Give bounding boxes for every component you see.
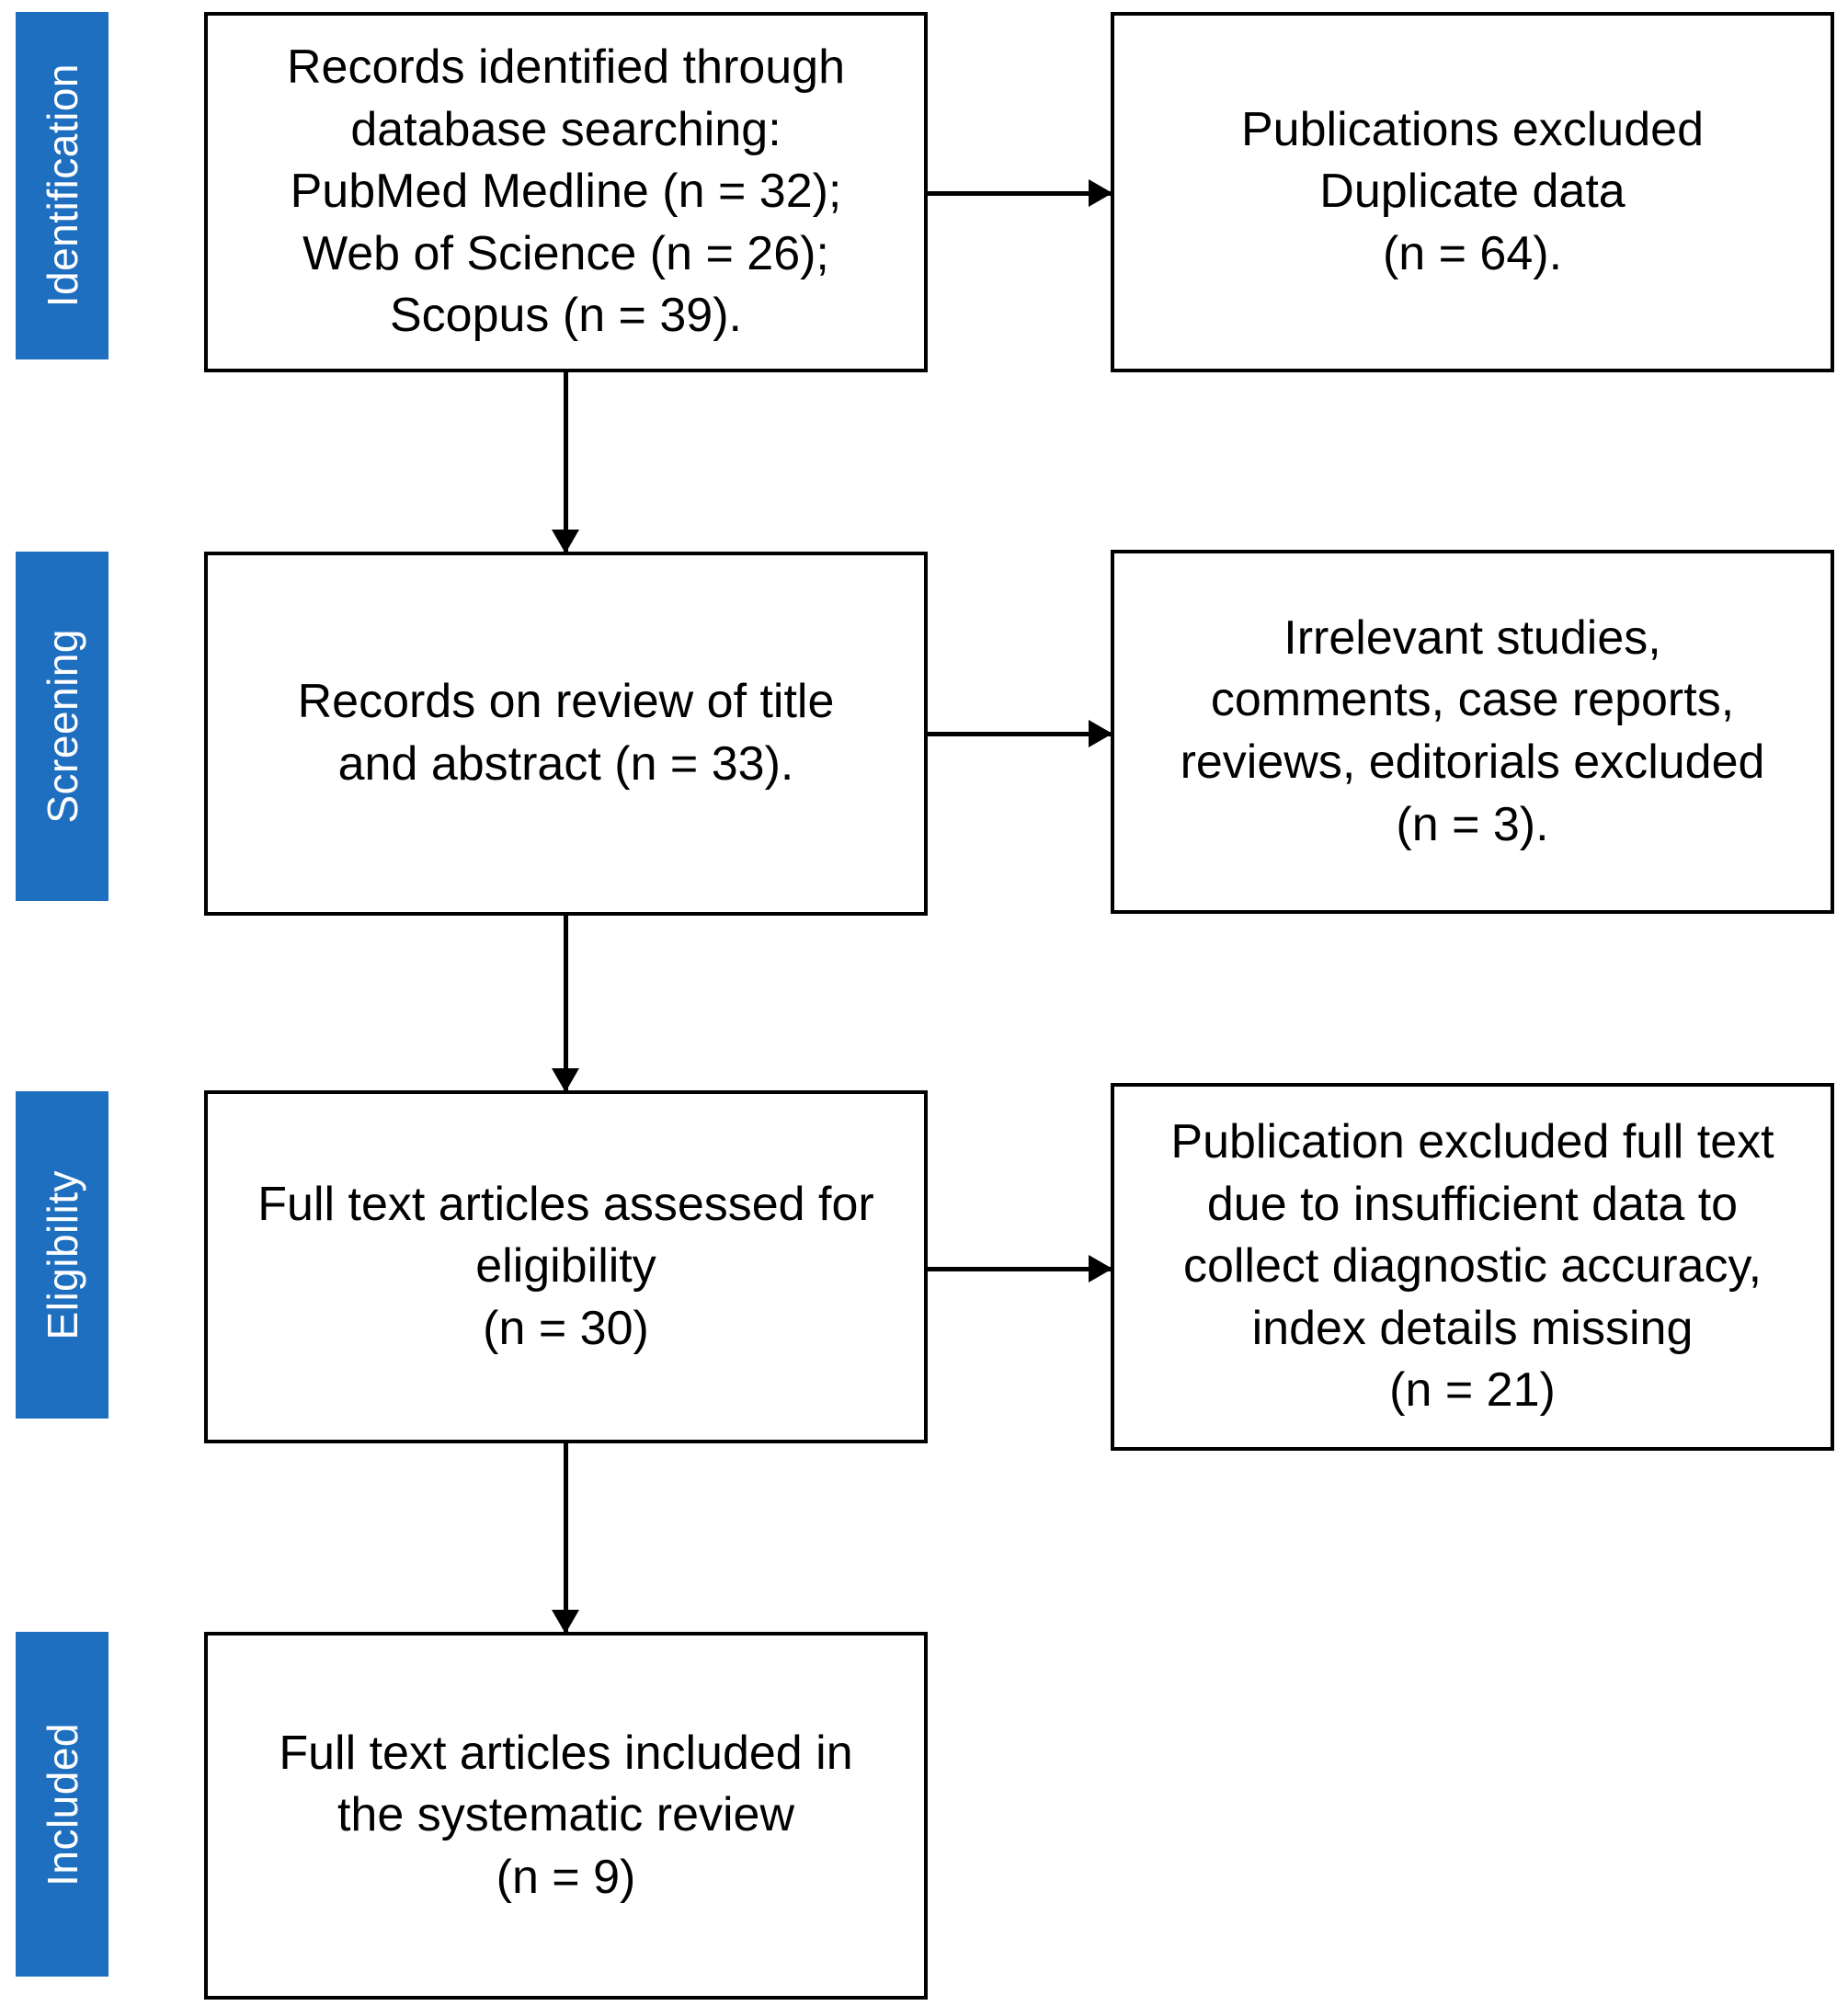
- box-full-text-assessed-text: Full text articles assessed for eligibil…: [257, 1177, 874, 1355]
- arrow-shaft: [928, 732, 1111, 736]
- arrow-head: [1089, 179, 1112, 207]
- arrow-shaft: [928, 1267, 1111, 1271]
- box-records-title-abstract: Records on review of title and abstract …: [204, 552, 928, 916]
- box-publications-excluded-duplicates-text: Publications excluded Duplicate data (n …: [1241, 102, 1704, 280]
- stage-label-identification: Identification: [38, 63, 86, 308]
- stage-bar-identification: Identification: [16, 12, 108, 359]
- box-records-identified: Records identified through database sear…: [204, 12, 928, 372]
- stage-bar-eligibility: Eligibility: [16, 1091, 108, 1419]
- box-included-systematic-review: Full text articles included in the syste…: [204, 1632, 928, 2000]
- stage-label-screening: Screening: [38, 629, 86, 824]
- box-irrelevant-excluded-text: Irrelevant studies, comments, case repor…: [1180, 610, 1765, 851]
- arrow-shaft: [564, 372, 568, 552]
- box-publications-excluded-duplicates: Publications excluded Duplicate data (n …: [1111, 12, 1834, 372]
- arrow-head: [1089, 1255, 1112, 1282]
- arrow-head: [552, 1068, 579, 1092]
- arrow-head: [1089, 720, 1112, 747]
- arrow-head: [552, 1610, 579, 1634]
- box-publication-excluded-full-text-text: Publication excluded full text due to in…: [1170, 1115, 1774, 1418]
- arrow-head: [552, 530, 579, 553]
- box-publication-excluded-full-text: Publication excluded full text due to in…: [1111, 1083, 1834, 1451]
- arrow-shaft: [564, 916, 568, 1090]
- stage-bar-included: Included: [16, 1632, 108, 1977]
- box-full-text-assessed: Full text articles assessed for eligibil…: [204, 1090, 928, 1443]
- box-included-systematic-review-text: Full text articles included in the syste…: [279, 1726, 853, 1904]
- box-records-identified-text: Records identified through database sear…: [286, 40, 846, 343]
- arrow-shaft: [928, 191, 1111, 196]
- stage-label-eligibility: Eligibility: [38, 1169, 86, 1340]
- stage-bar-screening: Screening: [16, 552, 108, 901]
- box-records-title-abstract-text: Records on review of title and abstract …: [297, 675, 835, 791]
- box-irrelevant-excluded: Irrelevant studies, comments, case repor…: [1111, 550, 1834, 914]
- stage-label-included: Included: [38, 1722, 86, 1886]
- arrow-shaft: [564, 1443, 568, 1632]
